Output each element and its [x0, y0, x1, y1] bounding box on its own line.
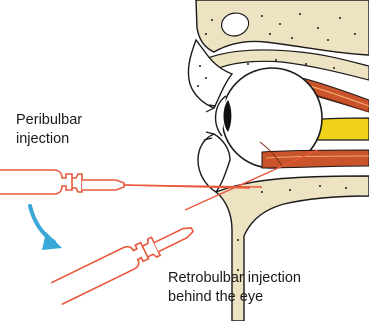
upper-orbital-bone [196, 0, 369, 80]
peribulbar-injection-label: Peribulbar injection [16, 111, 82, 149]
peribulbar-label-line2: injection [16, 130, 82, 149]
retrobulbar-label-line1: Retrobulbar injection [168, 269, 301, 288]
lower-eyelid [198, 132, 230, 192]
curved-arrow-icon [30, 206, 62, 250]
retrobulbar-injection-label: Retrobulbar injection behind the eye [168, 269, 301, 307]
peribulbar-label-line1: Peribulbar [16, 111, 82, 130]
retrobulbar-label-line2: behind the eye [168, 288, 301, 307]
